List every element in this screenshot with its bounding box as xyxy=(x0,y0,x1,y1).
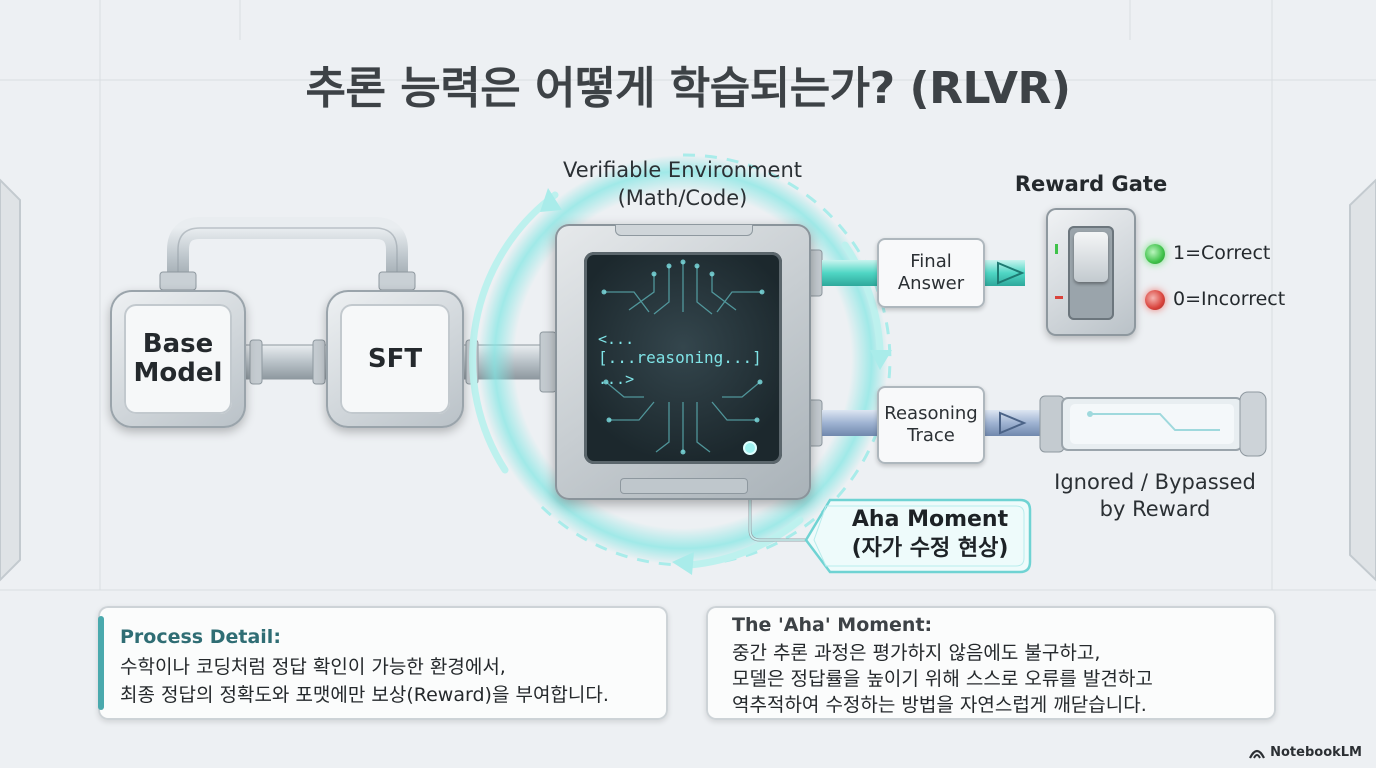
reward-gate-switch xyxy=(1046,208,1136,336)
cycle-arrow-right xyxy=(870,350,892,370)
page-title: 추론 능력은 어떻게 학습되는가? (RLVR) xyxy=(305,63,1071,114)
reward-gate-title: Reward Gate xyxy=(1014,172,1168,196)
aha-moment-line-3: 역추적하여 수정하는 방법을 자연스럽게 깨닫습니다. xyxy=(732,694,1147,716)
screen-line-3: ...> xyxy=(598,370,635,388)
process-accent-bar xyxy=(98,616,104,710)
circuit-traces xyxy=(601,259,765,455)
right-side-bracket xyxy=(1349,178,1376,582)
environment-label: Verifiable Environment xyxy=(562,158,803,182)
pipe-final-answer-out xyxy=(985,260,1025,286)
correct-label: 1=Correct xyxy=(1173,242,1271,264)
aha-tag-title: Aha Moment xyxy=(851,507,1009,532)
correct-led-icon xyxy=(1145,244,1165,264)
aha-moment-line-1: 중간 추론 과정은 평가하지 않음에도 불구하고, xyxy=(732,642,1101,664)
process-detail-line-1: 수학이나 코딩처럼 정답 확인이 가능한 환경에서, xyxy=(120,656,506,678)
process-detail-panel: Process Detail: 수학이나 코딩처럼 정답 확인이 가능한 환경에… xyxy=(98,606,668,720)
left-side-bracket xyxy=(0,178,21,582)
aha-moment-heading: The 'Aha' Moment: xyxy=(732,614,933,636)
environment-sublabel: (Math/Code) xyxy=(617,186,748,210)
pipe-trace-out xyxy=(985,410,1040,436)
screen-line-1: <... xyxy=(598,330,635,348)
toggle-lever-icon xyxy=(1074,232,1108,282)
brand-watermark: NotebookLM xyxy=(1249,745,1362,760)
cycle-arrow-top xyxy=(540,188,562,212)
incorrect-label: 0=Incorrect xyxy=(1173,288,1286,310)
aha-tag-shape xyxy=(804,498,1032,574)
loop-pipe xyxy=(167,217,408,292)
process-detail-line-2: 최종 정답의 정확도와 포맷에만 보상(Reward)을 부여합니다. xyxy=(120,684,609,706)
aha-moment-panel: The 'Aha' Moment: 중간 추론 과정은 평가하지 않음에도 불구… xyxy=(706,606,1276,720)
terminal-top-tab xyxy=(615,224,753,236)
incorrect-led-icon xyxy=(1145,290,1165,310)
brand-name: NotebookLM xyxy=(1270,745,1362,760)
process-detail-heading: Process Detail: xyxy=(120,626,281,648)
screen-hotspot xyxy=(743,441,757,455)
bypass-caption-line1: Ignored / Bypassed xyxy=(1054,470,1256,494)
pipe-final-answer-in xyxy=(822,260,878,286)
base-model-module: Base Model xyxy=(110,290,246,428)
sft-module: SFT xyxy=(326,290,464,428)
bypass-caption-line2: by Reward xyxy=(1099,497,1211,521)
terminal-bottom-vents xyxy=(620,478,748,494)
cycle-arrow-bottom xyxy=(672,552,694,575)
sft-label: SFT xyxy=(340,304,450,414)
base-model-label: Base Model xyxy=(124,304,232,414)
bypass-capsule xyxy=(1039,391,1267,457)
cycle-ring xyxy=(538,153,892,567)
aha-tag-subtitle: (자가 수정 현상) xyxy=(851,536,1009,561)
aha-moment-line-2: 모델은 정답률을 높이기 위해 스스로 오류를 발견하고 xyxy=(732,668,1153,690)
screen-line-2: [...reasoning...] xyxy=(598,348,762,367)
reasoning-trace-box: Reasoning Trace xyxy=(877,386,985,464)
notebooklm-logo-icon xyxy=(1249,749,1266,759)
pipe-trace-in xyxy=(822,410,878,436)
final-answer-box: Final Answer xyxy=(877,238,985,308)
